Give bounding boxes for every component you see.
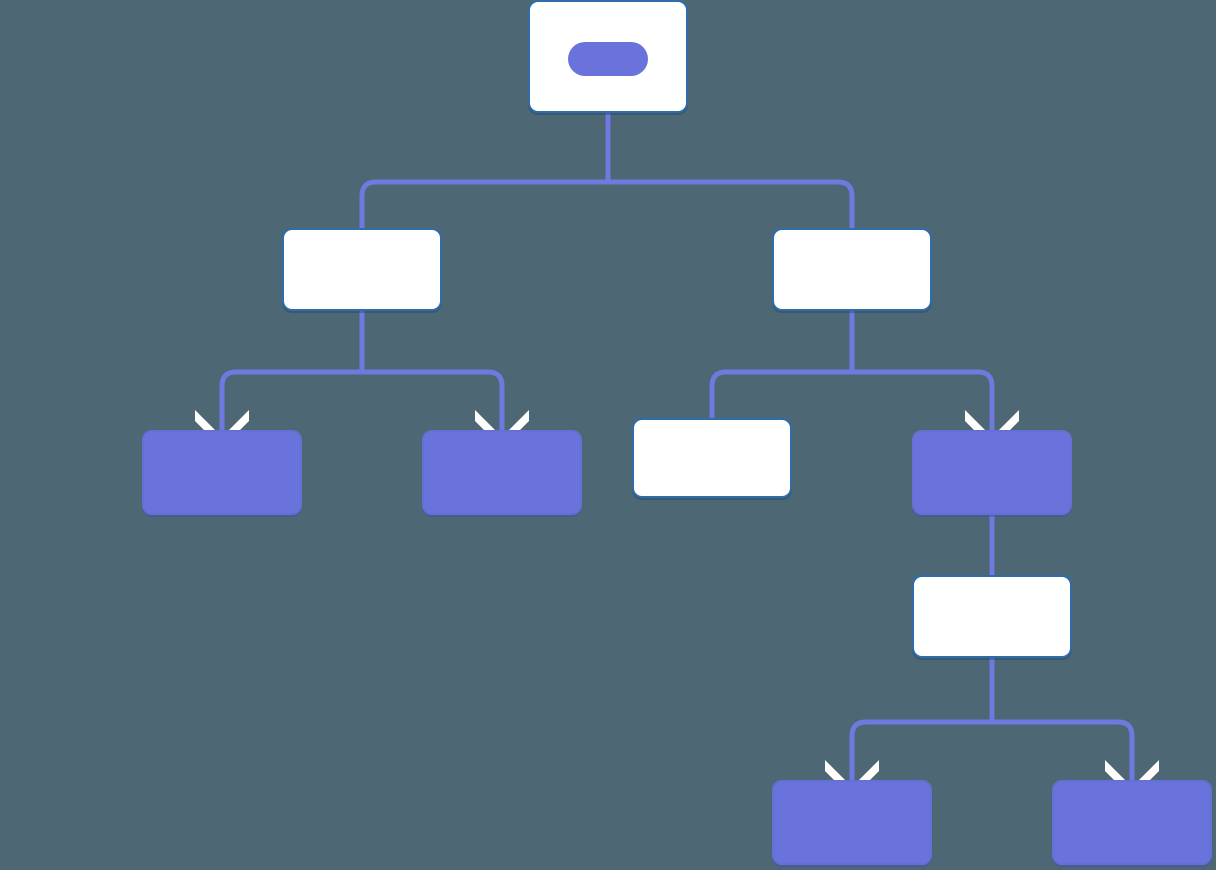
connector-edge (359, 179, 608, 228)
diagram-node-l3-c[interactable] (632, 418, 792, 498)
diagram-node-l2-left[interactable] (282, 228, 442, 311)
connector-edge (608, 179, 855, 228)
diagram-node-l5-a[interactable] (772, 780, 932, 865)
diagram-node-l2-right[interactable] (772, 228, 932, 311)
diagram-node-l4-a[interactable] (912, 575, 1072, 658)
diagram-node-l5-b[interactable] (1052, 780, 1212, 865)
diagram-node-l3-a[interactable] (142, 430, 302, 515)
diagram-node-l3-d[interactable] (912, 430, 1072, 515)
diagram-node-root[interactable] (528, 0, 688, 113)
connector-edge (709, 369, 852, 424)
diagram-node-l3-b[interactable] (422, 430, 582, 515)
root-node-pill (568, 42, 648, 76)
